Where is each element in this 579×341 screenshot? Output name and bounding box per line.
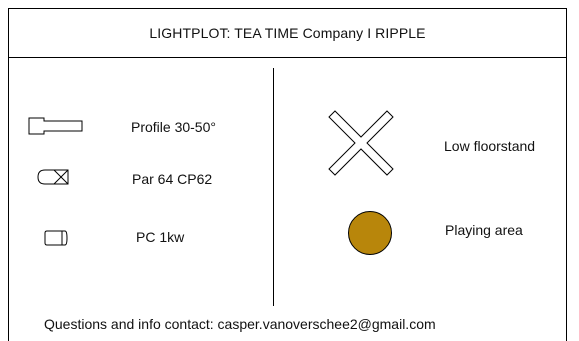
legend-label-floorstand: Low floorstand	[444, 138, 536, 154]
legend-label-playing-area: Playing area	[445, 222, 523, 238]
par-can-icon	[37, 169, 69, 185]
playing-area-circle-icon	[348, 211, 392, 255]
legend-label-pc: PC 1kw	[136, 229, 185, 245]
profile-spot-icon	[28, 117, 83, 135]
legend-label-profile: Profile 30-50°	[131, 119, 216, 135]
floorstand-cross-icon	[328, 110, 394, 176]
contact-footer: Questions and info contact: casper.vanov…	[44, 316, 436, 332]
title-bar: LIGHTPLOT: TEA TIME Company I RIPPLE	[8, 8, 567, 58]
pc-fresnel-icon	[44, 230, 68, 246]
legend-divider	[273, 68, 274, 306]
plot-title: LIGHTPLOT: TEA TIME Company I RIPPLE	[149, 25, 426, 41]
legend-label-par: Par 64 CP62	[132, 171, 213, 187]
